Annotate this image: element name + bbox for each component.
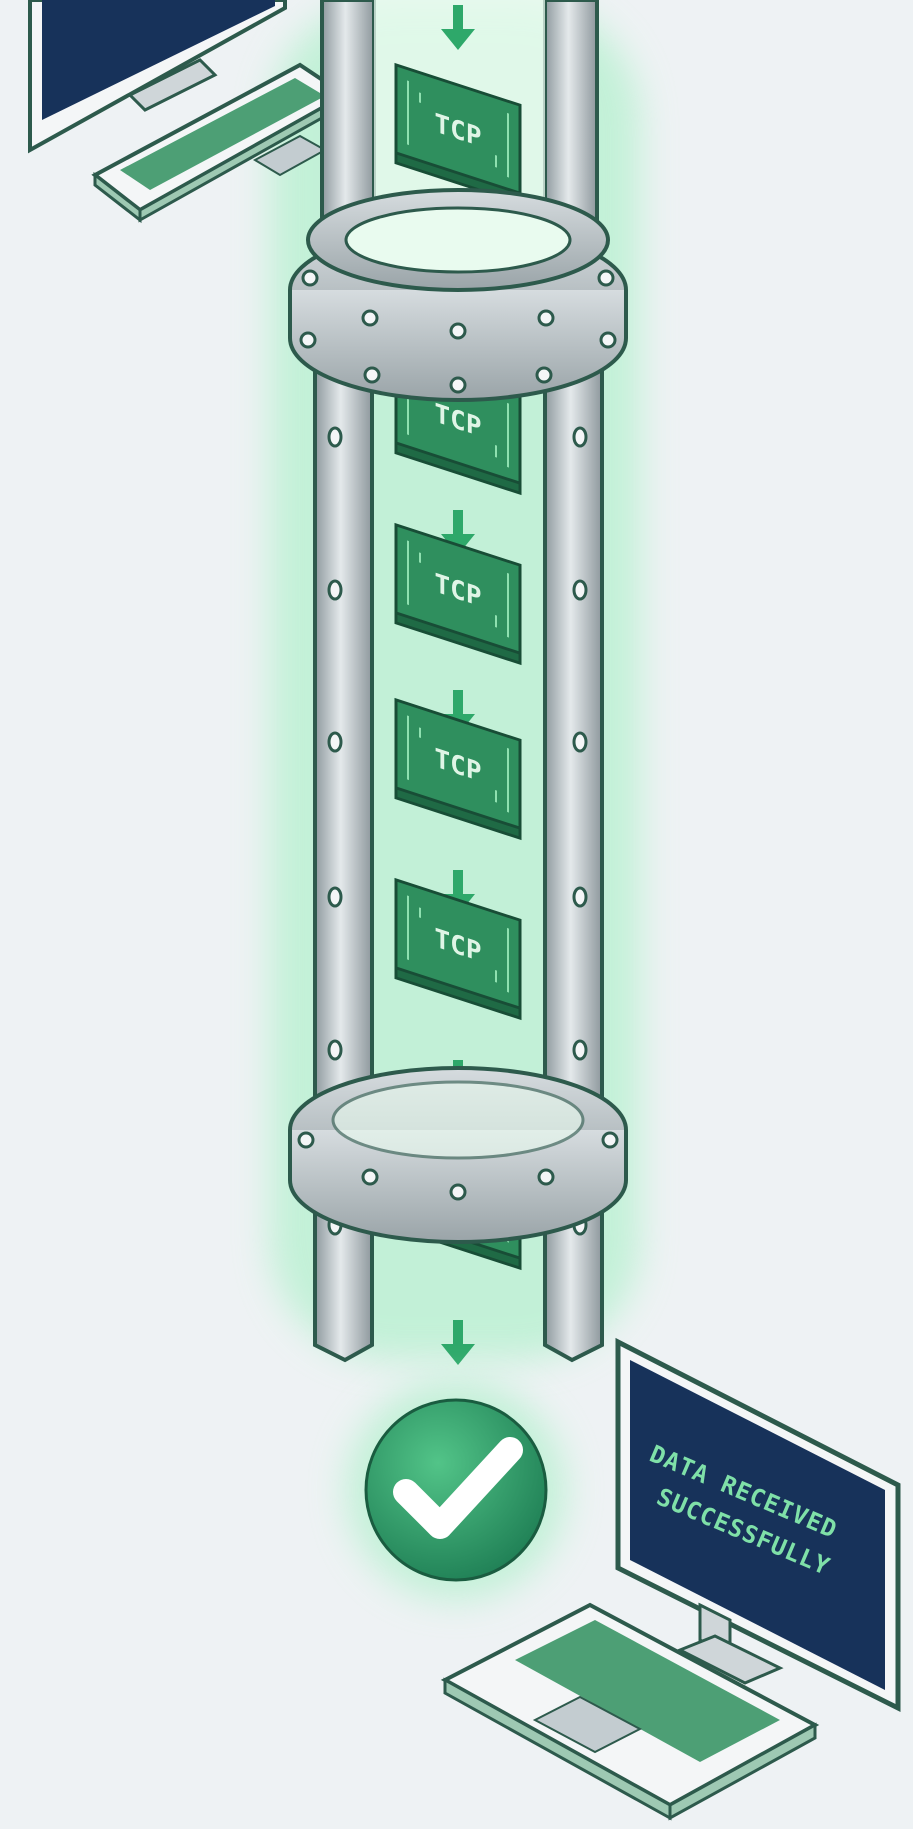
success-badge (346, 1380, 566, 1600)
lower-collar (290, 1068, 626, 1242)
upper-collar (290, 190, 626, 400)
